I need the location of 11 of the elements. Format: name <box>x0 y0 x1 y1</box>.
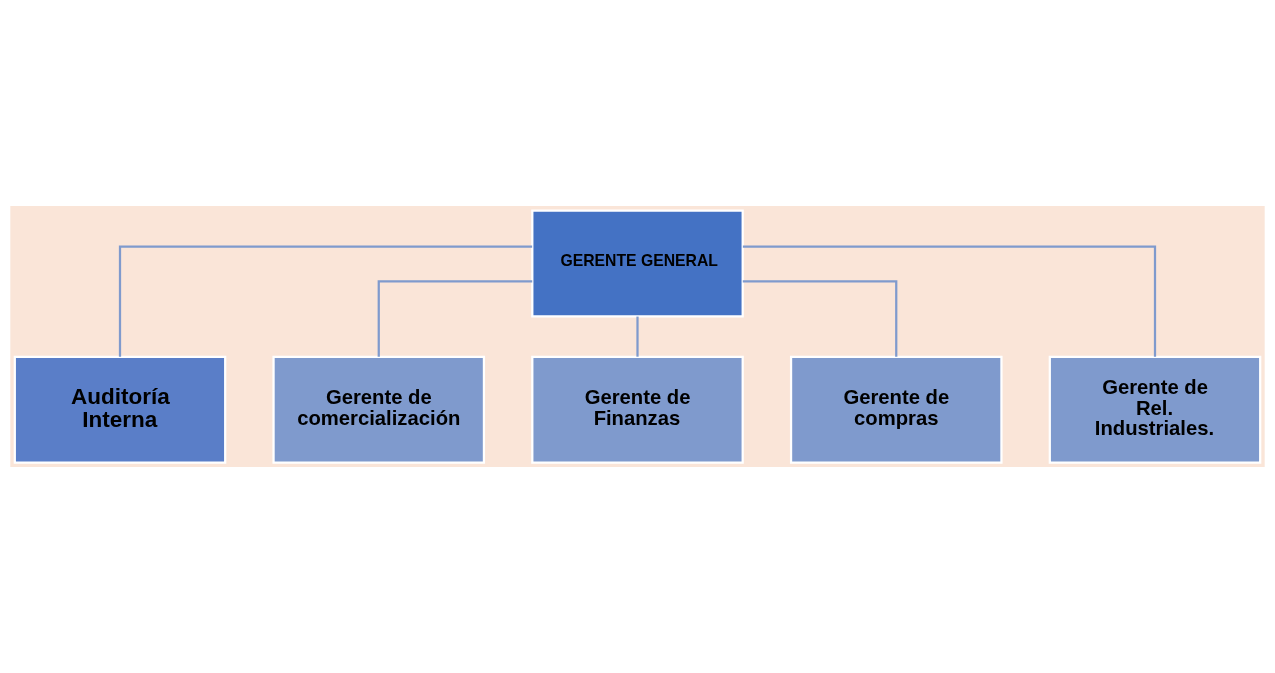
connector <box>742 245 1157 357</box>
node-box: Gerente de compras <box>789 355 1003 464</box>
connector <box>377 280 533 357</box>
node-box: Gerente de comercialización <box>272 355 486 464</box>
node-box: Auditoría Interna <box>13 355 227 464</box>
node-box: GERENTE GENERAL <box>531 209 744 318</box>
connector <box>742 280 898 357</box>
node-box: Gerente de Finanzas <box>531 355 744 464</box>
connector <box>118 245 533 357</box>
connector <box>636 316 639 357</box>
node-box: Gerente de Rel. Industriales. <box>1048 355 1262 464</box>
